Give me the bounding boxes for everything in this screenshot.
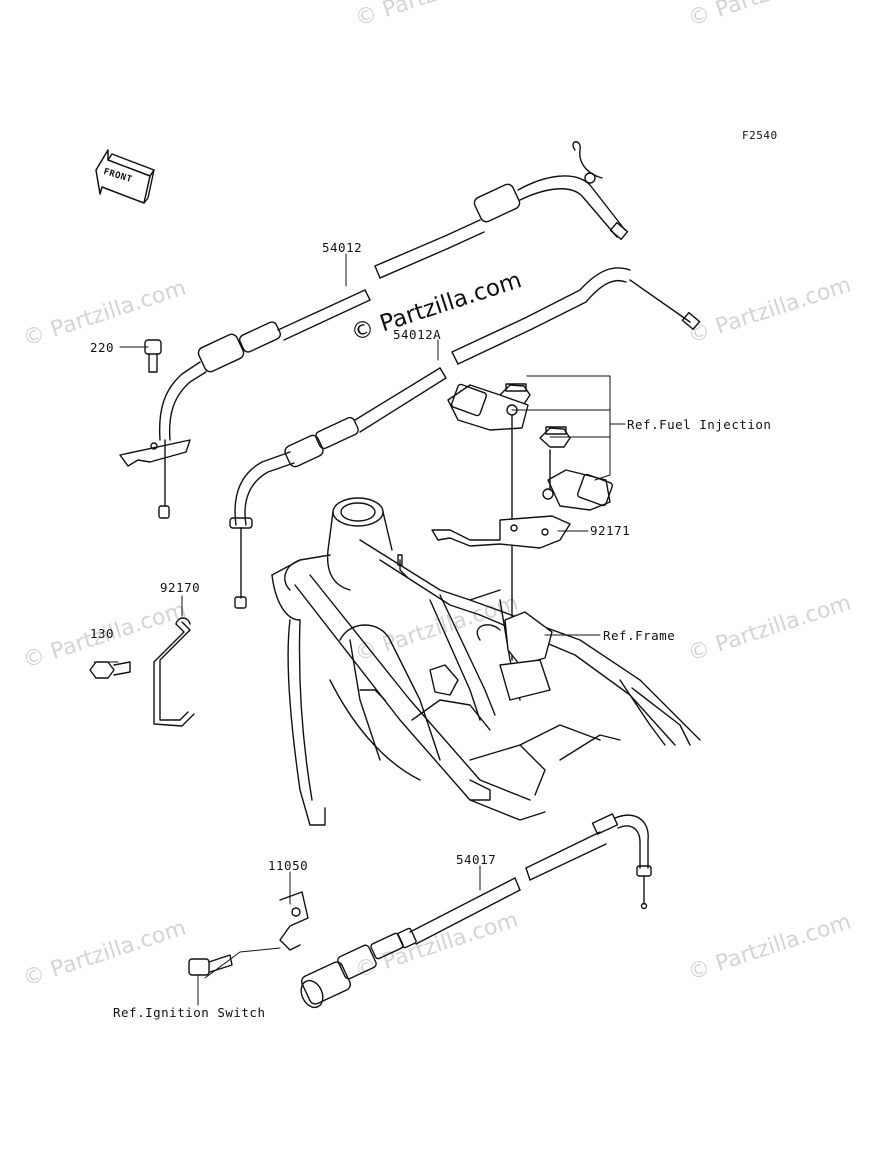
ref-ignition-switch: Ref.Ignition Switch — [113, 1005, 266, 1020]
bolt-220 — [144, 339, 162, 373]
ref-fuel-injection: Ref.Fuel Injection — [627, 417, 772, 432]
bracket-92170 — [153, 617, 195, 727]
bolt-130 — [89, 661, 131, 679]
figure-code: F2540 — [742, 129, 778, 142]
part-label-54012: 54012 — [322, 240, 363, 255]
part-label-54017: 54017 — [456, 852, 497, 867]
frame — [271, 497, 701, 826]
part-label-130: 130 — [90, 626, 115, 641]
front-arrow-icon — [95, 149, 155, 204]
bracket-11050 — [279, 891, 309, 951]
part-label-11050: 11050 — [268, 858, 309, 873]
part-label-92170: 92170 — [160, 580, 201, 595]
screw — [188, 954, 233, 976]
part-label-220: 220 — [90, 340, 115, 355]
cable-54012 — [119, 141, 629, 519]
bracket-92171 — [431, 515, 571, 549]
cable-54012A — [229, 267, 701, 609]
leader-lines — [93, 253, 626, 1006]
part-label-92171: 92171 — [590, 523, 631, 538]
part-label-54012A: 54012A — [393, 327, 442, 342]
cable-54017 — [300, 813, 652, 1009]
ref-frame: Ref.Frame — [603, 628, 676, 643]
